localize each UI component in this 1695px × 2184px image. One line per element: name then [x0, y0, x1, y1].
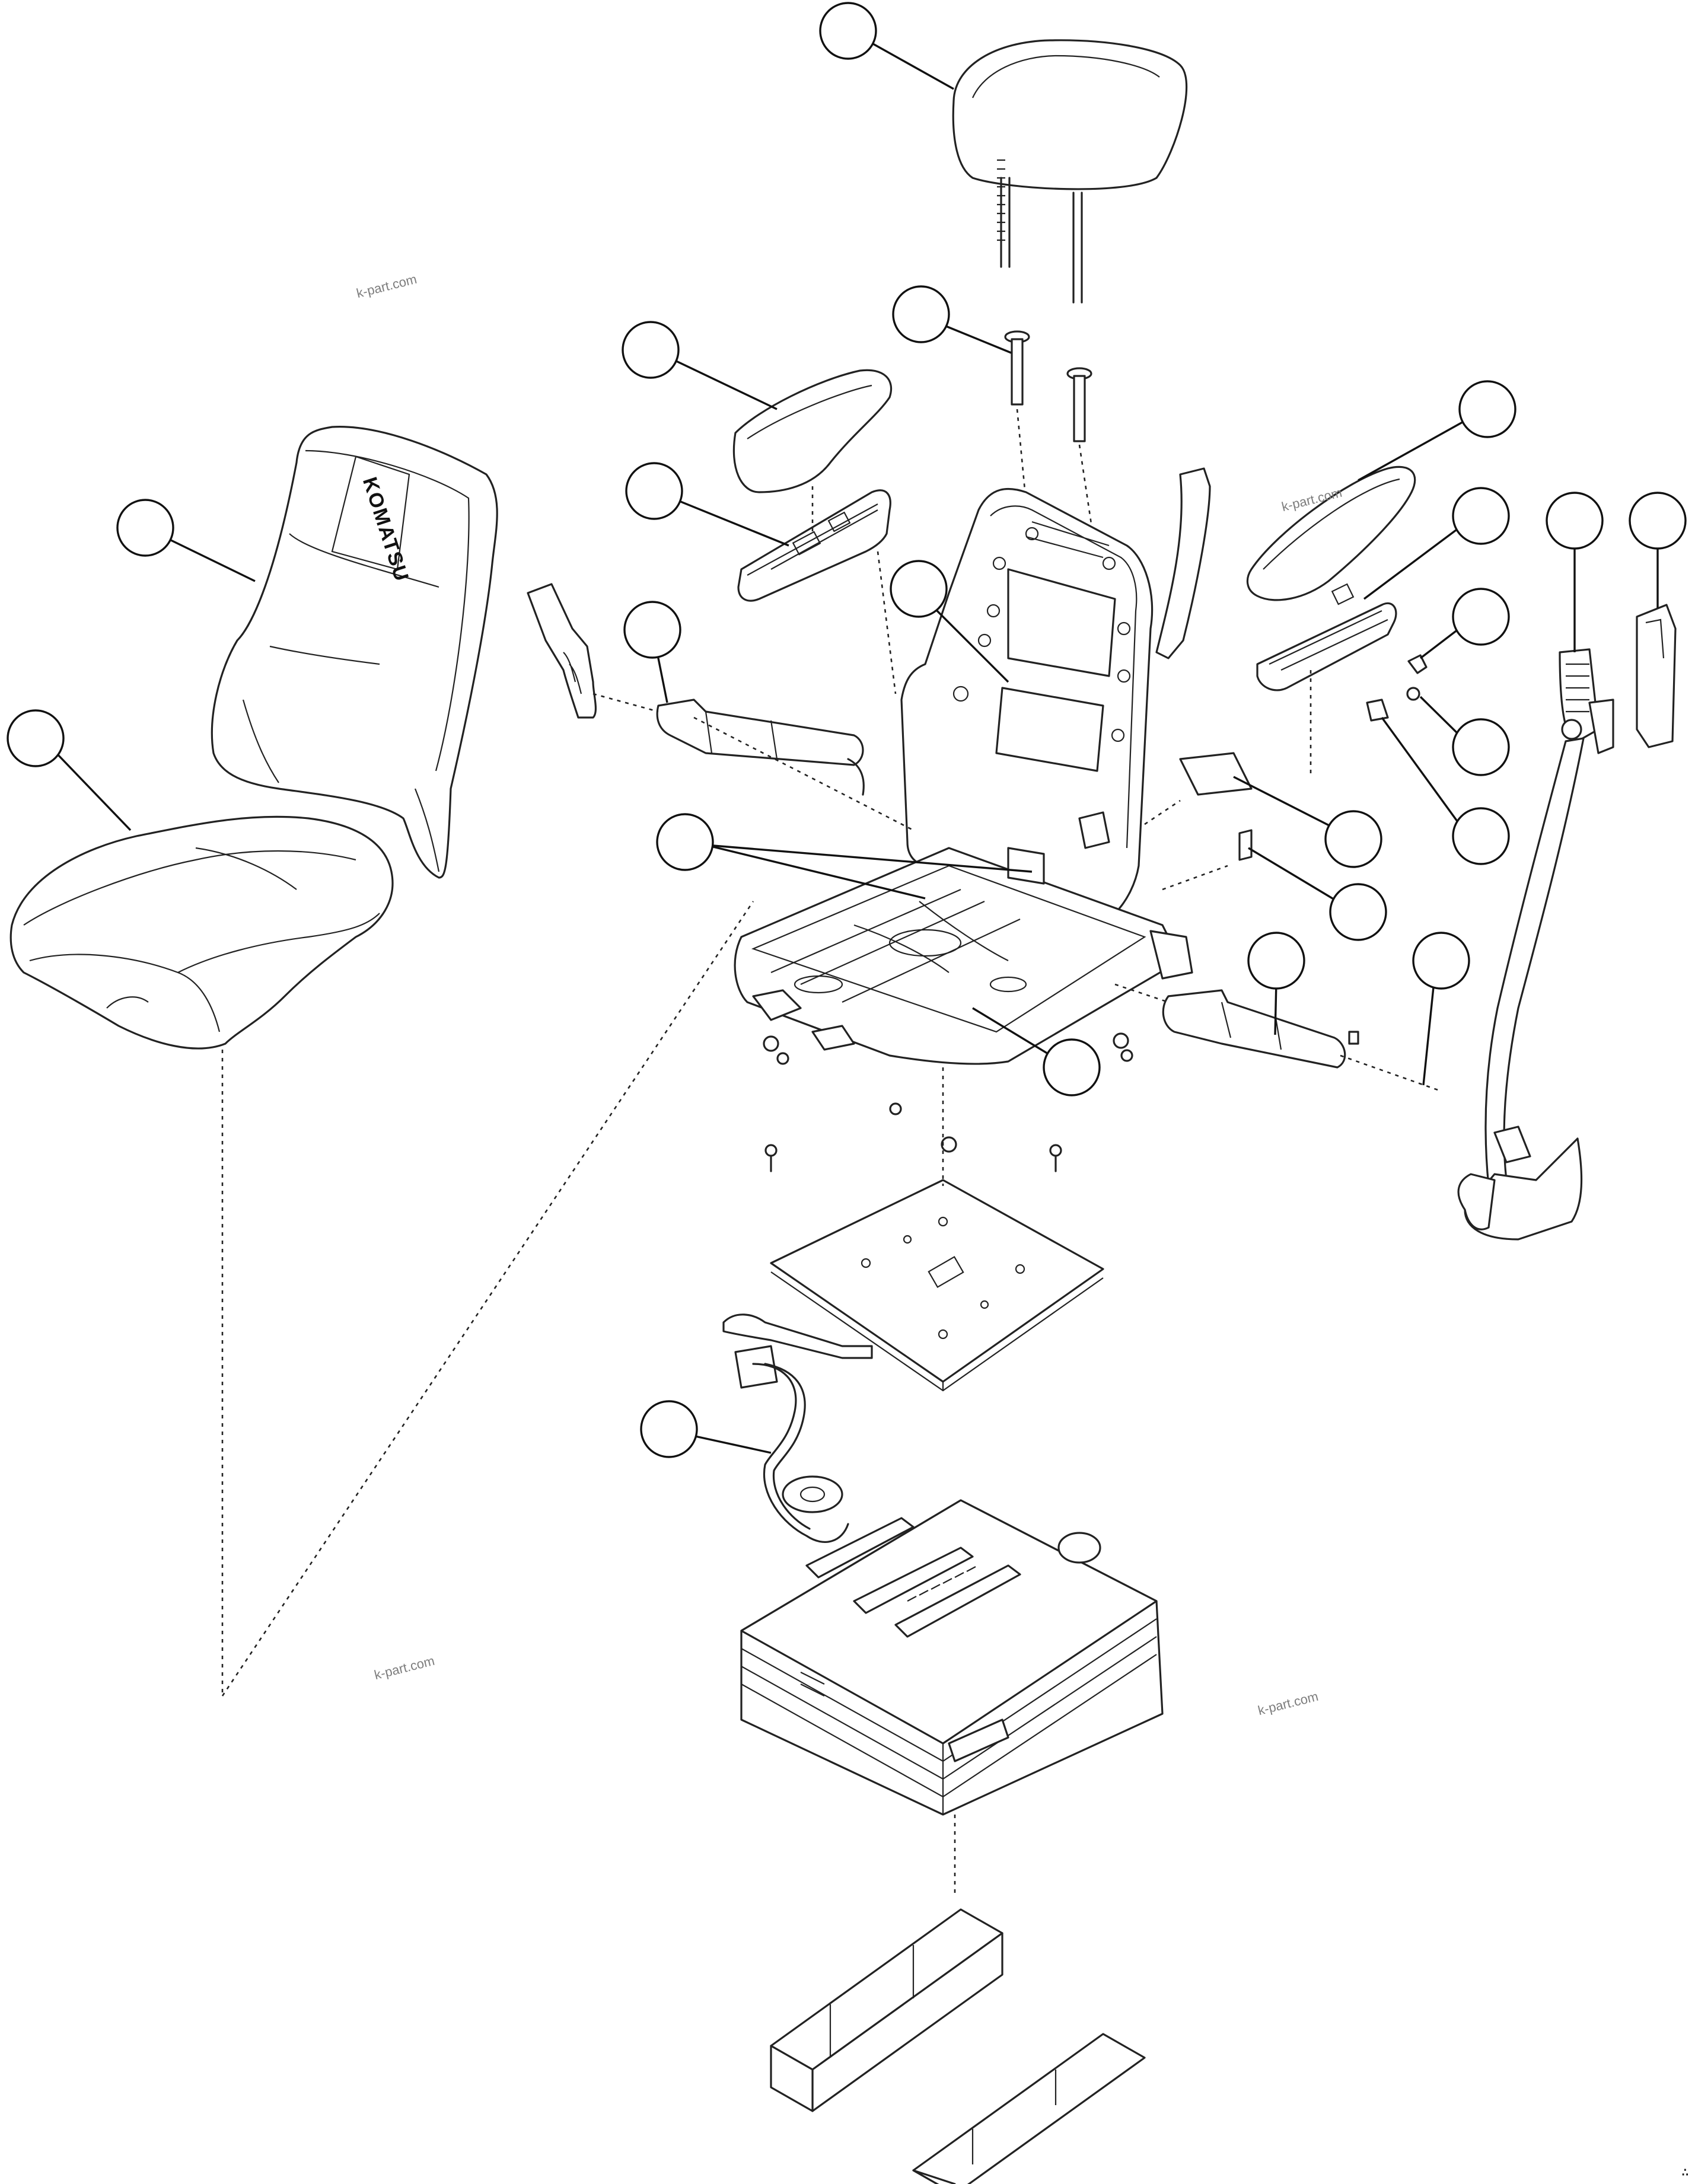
- callout-harness[interactable]: [640, 1400, 772, 1458]
- callout-seat-cushion[interactable]: [7, 709, 132, 831]
- suspension-part: [740, 1499, 1164, 1898]
- left-buckle-part: [527, 583, 865, 796]
- seat-frame-part: [734, 847, 1193, 1065]
- seat-cushion-part: [9, 815, 394, 1050]
- callout-right-armrest-base[interactable]: [1363, 487, 1510, 600]
- callout-right-belt-guide[interactable]: [1546, 492, 1604, 652]
- callout-retractor-belt[interactable]: [1412, 932, 1470, 1086]
- fasteners: [763, 1032, 1133, 1172]
- callout-right-armrest-pad[interactable]: [1358, 380, 1516, 482]
- right-armrest-part: [1246, 466, 1428, 777]
- figure-reference-mark: ∴: [1681, 2166, 1689, 2180]
- headrest-part: [952, 39, 1188, 304]
- callout-right-armrest-knob[interactable]: [1419, 588, 1510, 659]
- callout-slide-plate[interactable]: [972, 1007, 1101, 1096]
- headrest-guides: [1004, 330, 1098, 564]
- callout-bracket[interactable]: [1233, 776, 1382, 868]
- callout-headrest[interactable]: [819, 2, 954, 90]
- callout-back-cushion[interactable]: [116, 499, 256, 582]
- backrest-frame-part: [900, 467, 1211, 914]
- callout-left-armrest-base[interactable]: [625, 462, 789, 547]
- callout-right-belt-cover[interactable]: [1629, 492, 1687, 608]
- callout-headrest-guide[interactable]: [892, 285, 1012, 354]
- right-buckle-part: [1114, 983, 1442, 1092]
- retractor-belt-part: [1457, 604, 1677, 1241]
- harness-part: [722, 1313, 873, 1543]
- callout-switch[interactable]: [1381, 717, 1510, 865]
- mount-rails-part: [770, 1908, 1146, 2184]
- bracket-part: [1144, 752, 1253, 891]
- callout-left-buckle[interactable]: [623, 601, 681, 703]
- seat-cushion-ref-diag: [221, 901, 754, 1697]
- callout-seat-frame[interactable]: [656, 813, 1033, 900]
- callout-right-armrest-cap[interactable]: [1419, 696, 1510, 776]
- callout-clip[interactable]: [1248, 847, 1387, 941]
- callout-backrest-frame[interactable]: [890, 560, 1009, 683]
- left-armrest-part: [732, 369, 897, 694]
- slide-plate-part: [770, 1067, 1104, 1392]
- callout-left-armrest-pad[interactable]: [622, 321, 778, 410]
- back-cushion-part: [211, 426, 498, 879]
- callout-right-buckle[interactable]: [1247, 932, 1305, 1035]
